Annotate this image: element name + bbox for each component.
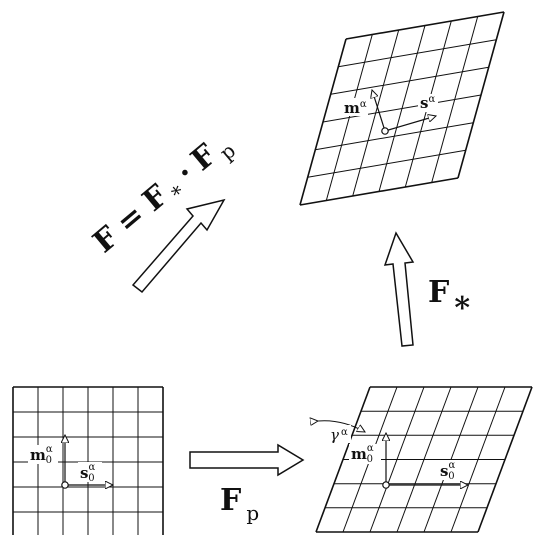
svg-text:mα: mα (344, 99, 367, 117)
current-grid-line-b (345, 11, 505, 40)
svg-text:mα0: mα0 (30, 444, 53, 466)
svg-text:γα: γα (330, 426, 348, 444)
current-labels: mα sα (342, 94, 438, 117)
intermediate-configuration-grid (315, 386, 533, 533)
fp-arrow (189, 443, 305, 477)
current-grid-line-b (330, 66, 489, 95)
gamma-arc (318, 421, 365, 432)
reference-slip-vectors (62, 435, 113, 488)
fstar-arrow (383, 231, 415, 347)
intermediate-grid-line-a (477, 386, 533, 533)
svg-text:sα0: sα0 (80, 462, 95, 484)
decomposition-arrow (131, 198, 226, 294)
svg-text:mα0: mα0 (351, 443, 374, 465)
fp-label: F p (220, 483, 259, 525)
current-grid-line-a (431, 16, 479, 183)
current-grid-line-a (457, 11, 505, 179)
current-configuration-grid (299, 11, 505, 206)
svg-text:sα: sα (420, 94, 435, 112)
intermediate-slip-vectors (383, 433, 468, 488)
svg-text:sα0: sα0 (440, 460, 455, 482)
fstar-label: F * (428, 275, 470, 326)
current-slip-vectors (372, 90, 436, 135)
decomposition-formula: F = F * · F p (87, 126, 241, 264)
current-grid-line-b (338, 39, 497, 68)
